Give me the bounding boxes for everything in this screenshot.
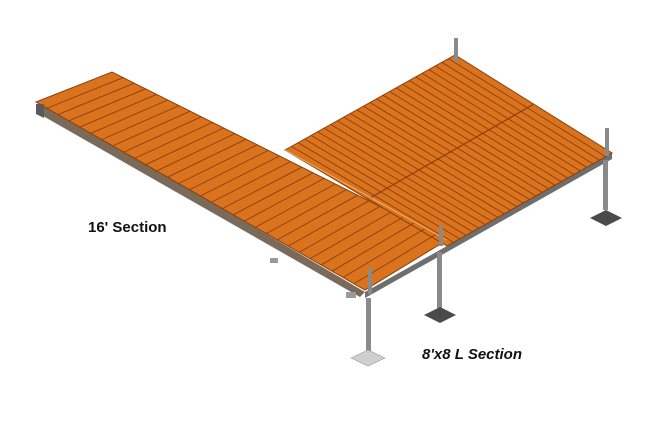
l-section-board-line [363, 105, 524, 204]
joint-seam [284, 149, 448, 241]
l-section-board-line [408, 80, 568, 179]
sixteen-section-label: 16' Section [88, 219, 167, 236]
post-back-top [454, 38, 458, 62]
l-section-board-line [415, 76, 575, 175]
sixteen-section-board-line [233, 172, 314, 216]
l-section-center-seam [369, 103, 535, 199]
sixteen-section-board-line [266, 189, 347, 234]
sixteen-section-board-line [68, 88, 146, 122]
l-section-boards [291, 58, 606, 243]
sixteen-section-board-line [222, 166, 303, 209]
sixteen-section-board-line [123, 116, 202, 153]
post-mid-top [439, 226, 443, 246]
sixteen-section-board-line [79, 93, 157, 128]
l-section-board-line [297, 142, 460, 240]
l-section-front-edge [365, 246, 447, 298]
l-section-board-line [350, 113, 511, 211]
sixteen-section-board-line [353, 234, 437, 285]
sixteen-section-board-line [331, 222, 414, 272]
end-bracket [36, 104, 44, 118]
sixteen-section-side [36, 104, 365, 297]
base-plate-mid [424, 307, 456, 323]
l-section-board-line [389, 91, 549, 190]
base-plate-right [590, 210, 622, 226]
l-section-board-line [369, 102, 530, 200]
sixteen-section-board-line [309, 211, 392, 260]
post-right-top [605, 128, 609, 156]
l-section-board-line [382, 94, 543, 193]
sixteen-section-board-line [288, 200, 370, 247]
sixteen-section-board-line [211, 161, 291, 203]
post-front-top [368, 268, 372, 294]
post-mid-leg [437, 252, 442, 308]
l-section-board-line [337, 120, 499, 218]
l-section-label: 8'x8 L Section [422, 346, 522, 363]
sixteen-section-board-line [167, 138, 247, 178]
l-section-board-line [343, 116, 505, 215]
bracket-small [270, 258, 278, 263]
sixteen-section-board-line [244, 178, 325, 222]
post-front-leg [366, 298, 371, 353]
sixteen-section-board-line [342, 228, 425, 278]
sixteen-section-board-line [320, 217, 403, 266]
sixteen-section-board-line [57, 82, 135, 115]
sixteen-section-board-line [200, 155, 280, 197]
l-section-board-line [376, 98, 537, 197]
sixteen-section-board-line [277, 194, 358, 241]
sixteen-section-board-line [156, 133, 236, 172]
deck-surfaces [34, 54, 613, 291]
l-section-board-line [356, 109, 518, 208]
l-section-board-line [304, 138, 467, 236]
sixteen-section-board-line [189, 149, 269, 191]
bracket-small-2 [346, 292, 356, 298]
l-section-board-line [310, 134, 473, 233]
l-section-board-line [395, 87, 556, 186]
post-right-leg [603, 160, 608, 210]
sixteen-section-board-line [145, 127, 224, 166]
sixteen-section-board-line [298, 206, 381, 253]
l-section-board-line [402, 83, 562, 182]
l-section-board-line [330, 124, 492, 222]
sixteen-section-board-line [134, 121, 213, 159]
base-plate-front [350, 349, 386, 367]
sixteen-section-board-line [255, 183, 336, 228]
sixteen-section-board-line [178, 144, 258, 184]
l-section-right-edge [447, 153, 612, 252]
l-section-board-line [317, 131, 479, 229]
sixteen-section-boards [46, 77, 437, 285]
sixteen-section-board-line [46, 77, 124, 109]
l-section-board-line [291, 145, 454, 243]
l-section-board-line [323, 127, 486, 225]
sixteen-section-board-line [90, 99, 169, 134]
sixteen-section-board-line [112, 110, 191, 147]
sixteen-section-board-line [101, 105, 180, 141]
leg-posts [36, 38, 622, 367]
deck-frames [36, 104, 612, 298]
